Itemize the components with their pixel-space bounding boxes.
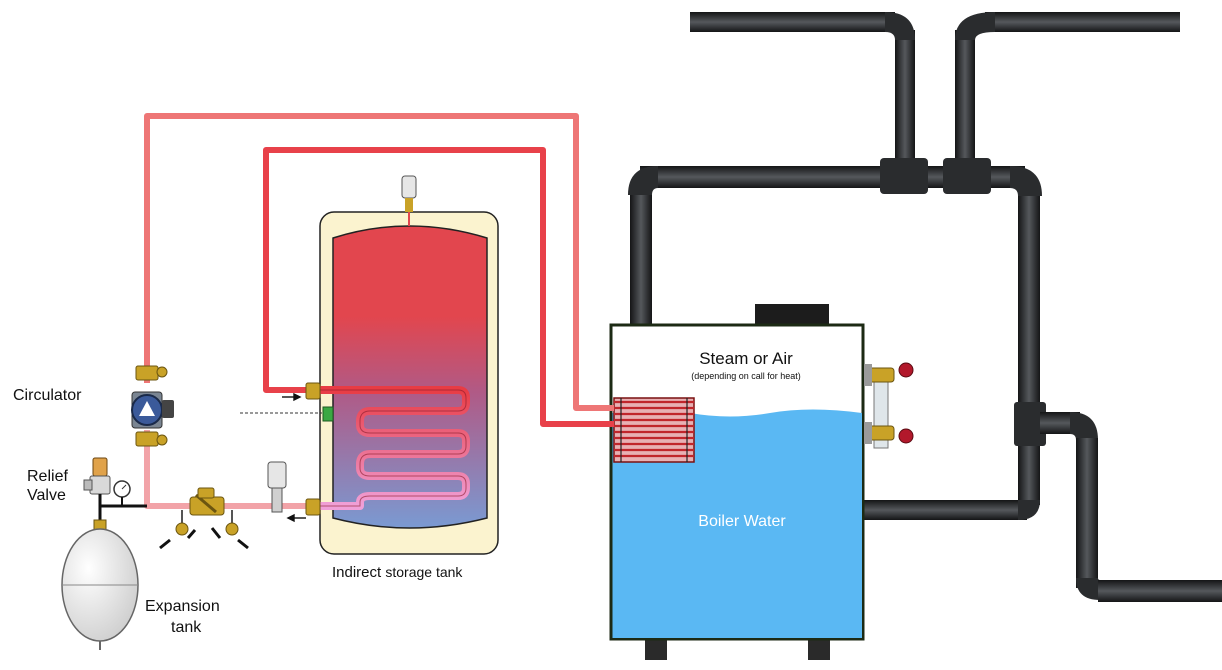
steam-note: (depending on call for heat) [691, 371, 801, 381]
pump-icon: Circulator [13, 365, 174, 447]
expansion-tank: Expansion tank [61, 506, 220, 650]
boiler-coil [613, 397, 695, 463]
boiler-water-label: Boiler Water [698, 513, 786, 530]
relief-label-line2: Valve [27, 487, 66, 504]
outer-supply-pipe [144, 113, 614, 411]
pressure-gauge-icon [113, 480, 131, 506]
sight-glass-icon [864, 362, 914, 449]
circulator-label: Circulator [13, 387, 82, 404]
steam-label: Steam or Air [699, 349, 793, 368]
strainer-icon [189, 487, 225, 516]
indirect-label: Indirect storage tank [332, 564, 463, 581]
relief-valve-icon [83, 457, 111, 506]
boiler-water [612, 409, 862, 638]
boiler: Steam or Air (depending on call for heat… [609, 304, 914, 660]
air-vent-icon [401, 175, 417, 212]
expansion-label-line1: Expansion [145, 598, 220, 615]
indirect-storage-tank: Indirect storage tank [240, 175, 499, 581]
shutoff-valve-icon [159, 510, 249, 550]
inner-supply-pipe [263, 147, 614, 427]
steam-piping [628, 12, 1222, 602]
expansion-label-line2: tank [171, 619, 202, 636]
air-separator-icon [267, 461, 287, 513]
relief-label-line1: Relief [27, 468, 68, 485]
